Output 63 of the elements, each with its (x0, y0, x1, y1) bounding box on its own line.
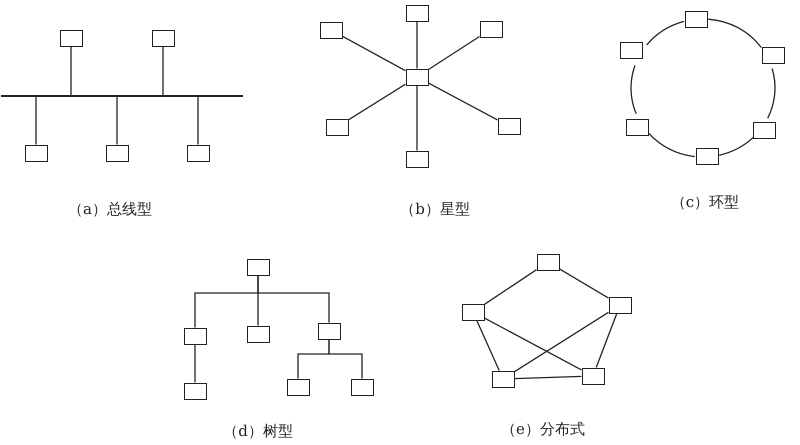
connector-line (328, 340, 363, 378)
connector-line (648, 133, 695, 158)
bus-line (1, 95, 243, 97)
node-box (406, 68, 428, 86)
node-box (696, 148, 718, 164)
node-box (608, 296, 632, 314)
node-box (762, 46, 784, 64)
connector-line (630, 65, 637, 114)
connector-line (767, 68, 776, 118)
node-box (350, 378, 374, 396)
node-box (406, 4, 428, 22)
caption-label: （b）星型 (400, 200, 470, 219)
node-box (24, 144, 48, 162)
node-box (246, 258, 270, 276)
connector-line (70, 46, 72, 95)
node-box (492, 370, 514, 388)
connector-line (342, 36, 406, 72)
connector-line (197, 97, 199, 144)
node-box (536, 254, 560, 270)
node-box (246, 326, 270, 342)
connector-line (428, 82, 498, 120)
connector-line (514, 312, 609, 372)
connector-line (35, 97, 37, 144)
node-box (326, 118, 348, 136)
connector-line (428, 36, 480, 70)
connector-line (348, 84, 406, 120)
node-box (106, 144, 128, 162)
connector-line (416, 86, 418, 150)
node-box (184, 328, 206, 344)
node-box (626, 118, 648, 136)
caption-label: （a）总线型 (68, 200, 152, 219)
connector-line (162, 46, 164, 95)
connector-line (194, 344, 196, 382)
node-box (582, 368, 604, 384)
connector-line (257, 276, 330, 322)
connector-line (514, 376, 582, 380)
connector-line (416, 22, 418, 68)
node-box (480, 20, 502, 38)
node-box (684, 10, 708, 28)
node-box (318, 322, 340, 340)
node-box (60, 30, 82, 46)
caption-label: （e）分布式 (501, 420, 585, 439)
connector-line (484, 318, 582, 370)
node-box (184, 382, 206, 400)
node-box (152, 30, 174, 46)
connector-line (116, 97, 118, 144)
node-box (462, 304, 484, 320)
node-box (320, 22, 342, 38)
node-box (620, 42, 642, 58)
connector-line (476, 320, 500, 371)
connector-line (484, 269, 537, 305)
caption-label: （d）树型 (223, 422, 293, 441)
caption-label: （c）环型 (670, 193, 740, 212)
connector-line (596, 313, 618, 368)
node-box (498, 118, 520, 134)
node-box (406, 150, 428, 168)
connector-line (559, 268, 609, 299)
connector-line (646, 20, 684, 46)
connector-line (708, 18, 762, 48)
node-box (186, 144, 210, 162)
node-box (286, 378, 310, 396)
connector-line (719, 136, 754, 156)
node-box (752, 122, 776, 138)
